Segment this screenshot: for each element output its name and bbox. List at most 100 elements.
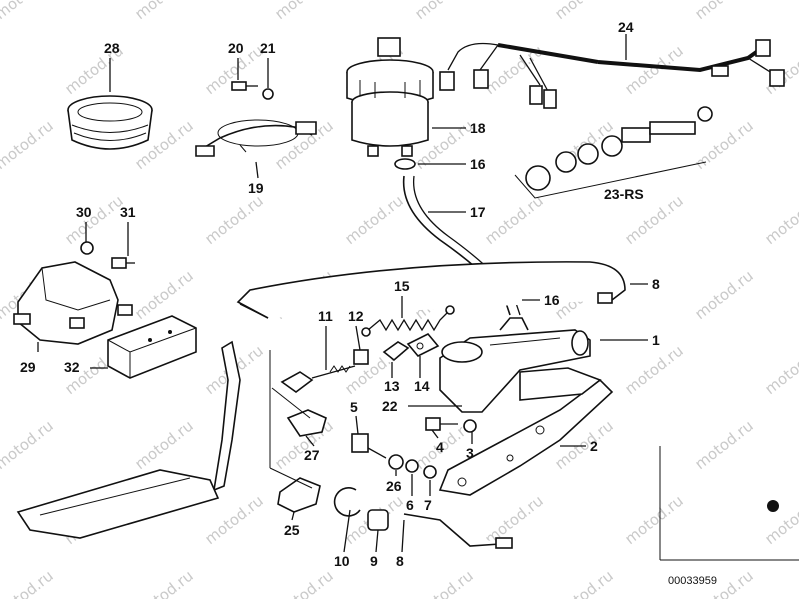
label-29: 29 xyxy=(20,359,36,375)
watermark-text: motod.ru xyxy=(691,267,756,324)
label-28: 28 xyxy=(104,40,120,56)
watermark-text: motod.ru xyxy=(691,417,756,474)
watermark-text: motod.ru xyxy=(61,192,126,249)
part-32-rubber-block xyxy=(107,315,197,379)
part-27-clip xyxy=(286,409,327,437)
watermark-text: motod.ru xyxy=(271,567,336,599)
part-28-boot-ring xyxy=(67,95,153,150)
part-24-harness xyxy=(439,39,785,109)
watermark-text: motod.ru xyxy=(0,417,57,474)
label-2: 2 xyxy=(590,438,598,454)
label-18: 18 xyxy=(470,120,486,136)
label-10: 10 xyxy=(334,553,350,569)
watermark-text: motod.ru xyxy=(0,117,57,174)
part-7-washer xyxy=(423,465,437,479)
label-7: 7 xyxy=(424,497,432,513)
part-23-rs-repair-kit xyxy=(514,106,713,199)
label-14: 14 xyxy=(414,378,430,394)
watermark-text: motod.ru xyxy=(0,567,57,599)
part-15-spring xyxy=(361,305,455,337)
part-1-master-cylinder xyxy=(439,317,591,413)
watermark-text: motod.ru xyxy=(271,0,336,23)
label-19: 19 xyxy=(248,180,264,196)
part-21-nut xyxy=(262,88,274,100)
label-8-bottom: 8 xyxy=(396,553,404,569)
diagram-code: 00033959 xyxy=(668,575,717,587)
watermark-text: motod.ru xyxy=(341,192,406,249)
label-26: 26 xyxy=(386,478,402,494)
label-20: 20 xyxy=(228,40,244,56)
label-24: 24 xyxy=(618,19,634,35)
watermark-text: motod.ru xyxy=(761,342,799,399)
part-2-bracket xyxy=(438,367,614,496)
part-31-screw xyxy=(111,257,135,269)
label-15: 15 xyxy=(394,278,410,294)
guide-lines xyxy=(269,350,799,561)
watermark-text: motod.ru xyxy=(621,492,686,549)
part-25-bracket xyxy=(277,477,321,513)
label-11: 11 xyxy=(318,308,333,324)
label-3: 3 xyxy=(466,445,474,461)
part-30-nut xyxy=(80,241,94,255)
label-1: 1 xyxy=(652,332,660,348)
watermark-text: motod.ru xyxy=(481,492,546,549)
part-29-housing xyxy=(13,261,133,345)
label-17: 17 xyxy=(470,204,486,220)
label-12: 12 xyxy=(348,308,364,324)
watermark-text: motod.ru xyxy=(691,117,756,174)
part-10-circlip xyxy=(333,487,361,517)
watermark-text: motod.ru xyxy=(131,567,196,599)
watermark-text: motod.ru xyxy=(411,567,476,599)
label-4: 4 xyxy=(436,439,444,455)
label-31: 31 xyxy=(120,204,136,220)
label-13: 13 xyxy=(384,378,400,394)
part-3-washer xyxy=(463,419,477,433)
label-21: 21 xyxy=(260,40,276,56)
part-13-clevis xyxy=(382,341,410,362)
watermark-text: motod.ru xyxy=(621,342,686,399)
label-25: 25 xyxy=(284,522,300,538)
label-8-top: 8 xyxy=(652,276,660,292)
part-20-bolt xyxy=(231,81,258,91)
label-22: 22 xyxy=(382,398,398,414)
watermark-text: motod.ru xyxy=(481,192,546,249)
watermark-text: motod.ru xyxy=(761,192,799,249)
watermark-text: motod.ru xyxy=(761,492,799,549)
label-9: 9 xyxy=(370,553,378,569)
watermark-text: motod.ru xyxy=(201,192,266,249)
part-5-bolt xyxy=(351,433,387,459)
part-12-nut xyxy=(353,349,369,365)
label-30: 30 xyxy=(76,204,92,220)
part-19-clamp xyxy=(195,119,317,157)
part-9-sleeve xyxy=(367,509,389,531)
leader-lines xyxy=(37,34,648,553)
part-labels: 28 20 21 24 18 16 17 23-RS 19 30 31 15 8… xyxy=(20,19,660,569)
watermark-text: motod.ru xyxy=(131,267,196,324)
watermark-text: motod.ru xyxy=(131,0,196,23)
label-32: 32 xyxy=(64,359,80,375)
part-pedal-assembly xyxy=(16,340,241,539)
watermark-text: motod.ru xyxy=(551,567,616,599)
label-16-mid: 16 xyxy=(544,292,560,308)
part-26-washer xyxy=(388,454,404,470)
watermark-text: motod.ru xyxy=(0,0,57,23)
part-8-rod xyxy=(403,513,513,549)
watermark-text: motod.ru xyxy=(551,0,616,23)
part-11-push-rod xyxy=(280,365,356,393)
part-6-washer xyxy=(405,459,419,473)
part-4-bolt xyxy=(425,417,458,431)
part-16-clamp-top xyxy=(394,158,416,170)
watermark-text: motod.ru xyxy=(131,417,196,474)
part-14-pin xyxy=(406,333,440,357)
label-27: 27 xyxy=(304,447,320,463)
watermark-text: motod.ru xyxy=(411,0,476,23)
label-16-top: 16 xyxy=(470,156,486,172)
part-18-fuel-pump xyxy=(346,37,434,157)
label-23-rs: 23-RS xyxy=(604,186,644,202)
label-6: 6 xyxy=(406,497,414,513)
watermark-text: motod.ru xyxy=(691,0,756,23)
part-8-brake-line xyxy=(236,261,626,319)
label-5: 5 xyxy=(350,399,358,415)
corner-dot xyxy=(767,500,779,512)
